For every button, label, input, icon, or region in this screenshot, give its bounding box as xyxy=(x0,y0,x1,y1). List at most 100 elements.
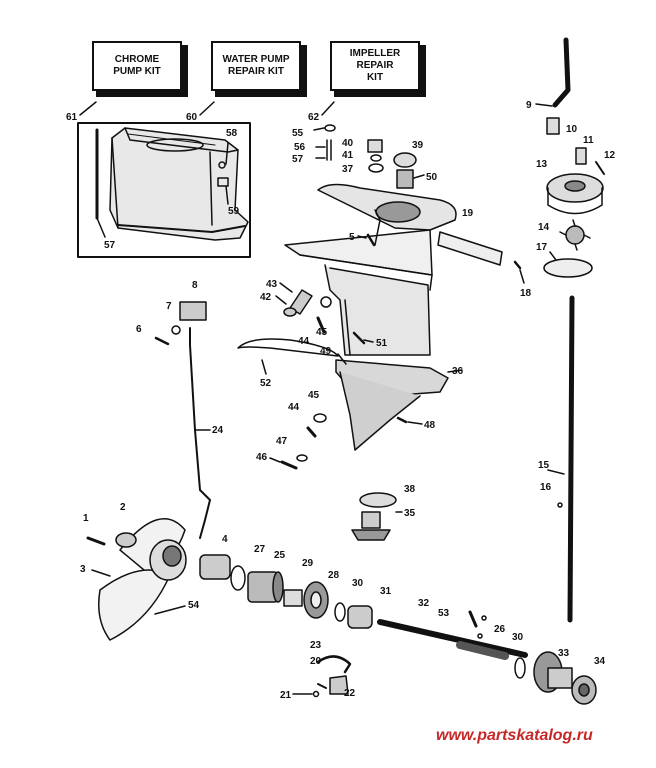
callout-49: 49 xyxy=(320,346,332,357)
pin-26a xyxy=(481,615,487,621)
callout-59: 59 xyxy=(228,206,240,217)
callout-27: 27 xyxy=(254,544,266,555)
callout-39: 39 xyxy=(412,140,424,151)
grommet-10 xyxy=(546,117,560,135)
callout-44: 44 xyxy=(288,402,300,413)
callout-43: 43 xyxy=(266,279,278,290)
cotter-pin-1 xyxy=(86,536,106,546)
driveshaft-15 xyxy=(567,295,575,623)
impeller-14 xyxy=(559,219,591,251)
callout-30: 30 xyxy=(352,578,364,589)
leader-line xyxy=(199,101,215,116)
kit-box-shadow xyxy=(215,89,307,97)
washer-30-rear xyxy=(514,657,526,679)
leader-line xyxy=(363,339,374,343)
kit-label-chrome-pump: CHROME PUMP KIT xyxy=(92,41,182,91)
callout-15: 15 xyxy=(538,460,550,471)
pump-housing-inset xyxy=(109,127,249,241)
leader-line xyxy=(261,359,267,375)
callout-36: 36 xyxy=(452,366,464,377)
kit-box-shadow xyxy=(334,89,426,97)
o-ring-27 xyxy=(230,565,246,591)
callout-54: 54 xyxy=(188,600,200,611)
callout-42: 42 xyxy=(260,292,272,303)
callout-55: 55 xyxy=(292,128,304,139)
water-tube-9 xyxy=(552,37,571,108)
leader-line xyxy=(275,282,293,305)
callout-51: 51 xyxy=(376,338,388,349)
pin-23 xyxy=(316,655,352,674)
callout-62: 62 xyxy=(308,112,320,123)
callout-53: 53 xyxy=(438,608,450,619)
leader-line xyxy=(407,421,423,425)
callout-11: 11 xyxy=(583,135,594,146)
callout-56: 56 xyxy=(294,142,306,153)
leader-line xyxy=(549,251,557,261)
leader-line xyxy=(79,101,97,116)
propshaft-splines xyxy=(456,641,509,660)
callout-30: 30 xyxy=(512,632,524,643)
callout-60: 60 xyxy=(186,112,198,123)
leader-line xyxy=(535,103,553,107)
callout-3: 3 xyxy=(80,564,86,575)
callout-61: 61 xyxy=(66,112,78,123)
callout-7: 7 xyxy=(166,301,172,312)
gear-33 xyxy=(533,651,573,693)
pin-42 xyxy=(283,307,297,317)
kit-box-shadow xyxy=(418,45,426,95)
kit-label-impeller: IMPELLER REPAIR KIT xyxy=(330,41,420,91)
screw-12 xyxy=(595,161,605,175)
bushing-40 xyxy=(367,139,383,153)
callout-24: 24 xyxy=(212,425,224,436)
callout-17: 17 xyxy=(536,242,548,253)
nut-2 xyxy=(115,532,137,548)
propshaft-32 xyxy=(377,619,528,658)
leader-line xyxy=(321,101,335,116)
callout-58: 58 xyxy=(226,128,238,139)
callout-13: 13 xyxy=(536,159,548,170)
pinion-gear-35 xyxy=(351,511,391,541)
shift-rod-24 xyxy=(189,327,211,539)
callout-4: 4 xyxy=(222,534,228,545)
leader-line xyxy=(413,174,425,179)
stud-56 xyxy=(326,139,332,161)
gear-28 xyxy=(303,581,329,619)
pin-16 xyxy=(557,502,563,508)
leader-line xyxy=(313,127,326,159)
pump-housing-13 xyxy=(546,173,604,215)
washer-38 xyxy=(359,492,397,508)
callout-23: 23 xyxy=(310,640,322,651)
callout-32: 32 xyxy=(418,598,430,609)
bearing-29 xyxy=(283,589,303,607)
plate-17 xyxy=(543,258,593,278)
leader-line xyxy=(225,142,229,205)
grommet-39 xyxy=(393,152,417,168)
grommet-59 xyxy=(217,177,229,187)
screw-46 xyxy=(280,460,298,470)
callout-50: 50 xyxy=(426,172,438,183)
leader-line xyxy=(357,235,367,239)
callout-18: 18 xyxy=(520,288,532,299)
kit-box-shadow xyxy=(299,45,307,95)
seal-37 xyxy=(368,163,384,173)
callout-20: 20 xyxy=(310,656,322,667)
screw-44 xyxy=(316,316,326,334)
callout-41: 41 xyxy=(342,150,354,161)
bushing-50 xyxy=(396,169,414,189)
callout-37: 37 xyxy=(342,164,354,175)
kit-label-water-pump: WATER PUMP REPAIR KIT xyxy=(211,41,301,91)
washer-45-lower xyxy=(313,413,327,423)
callout-44: 44 xyxy=(298,336,310,347)
inset-frame xyxy=(77,122,251,258)
screw-58 xyxy=(218,161,226,169)
bearing-31 xyxy=(347,605,373,629)
callout-19: 19 xyxy=(462,208,474,219)
gearcase-housing xyxy=(284,183,457,451)
leader-line xyxy=(337,353,347,365)
callout-9: 9 xyxy=(526,100,532,111)
callout-48: 48 xyxy=(424,420,436,431)
leader-line xyxy=(519,269,525,284)
washer-47 xyxy=(296,454,308,462)
screw-6 xyxy=(154,336,170,346)
